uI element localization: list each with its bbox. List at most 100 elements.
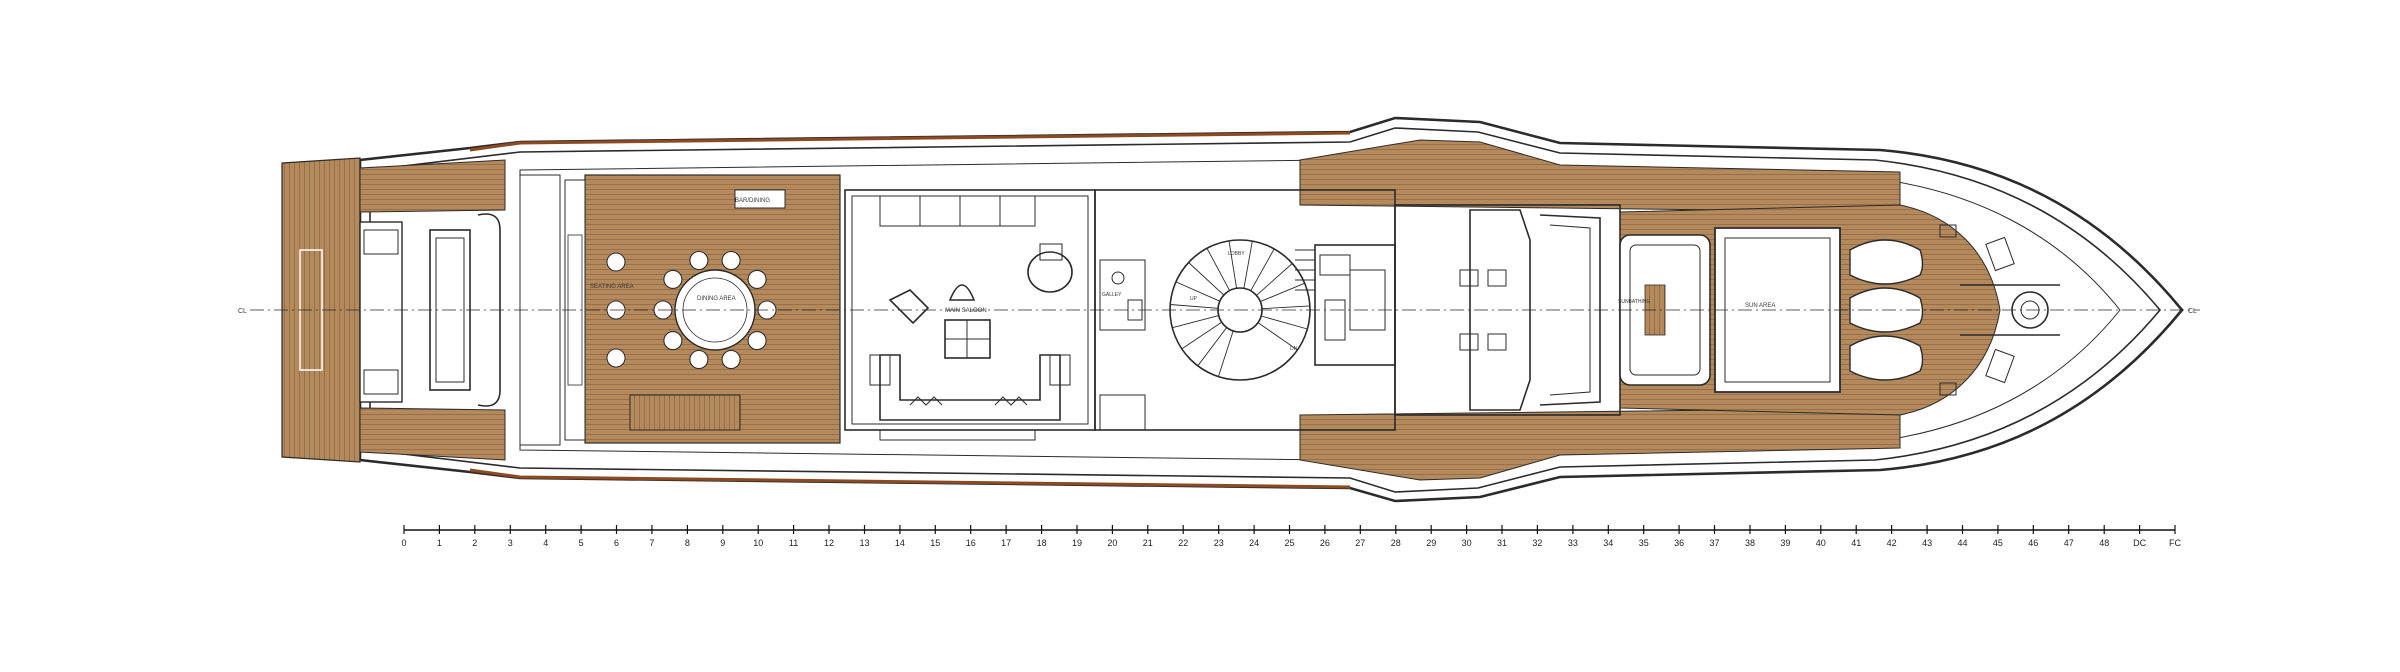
stair-tread bbox=[1206, 248, 1230, 291]
room-label: SEATING AREA bbox=[590, 284, 634, 290]
scale-tick-label: 13 bbox=[859, 538, 869, 548]
scale-tick-label: 1 bbox=[437, 538, 442, 548]
scale-tick-label: 37 bbox=[1709, 538, 1719, 548]
stair-tread bbox=[1257, 322, 1298, 351]
room-label: DINING AREA bbox=[697, 296, 736, 302]
scale-tick-label: 48 bbox=[2099, 538, 2109, 548]
scale-tick-label: 38 bbox=[1745, 538, 1755, 548]
scale-tick-label: 44 bbox=[1957, 538, 1967, 548]
room-label: GALLEY bbox=[1102, 292, 1122, 298]
scale-tick-label: 25 bbox=[1284, 538, 1294, 548]
aft-deck-strip-port bbox=[359, 159, 506, 213]
side-deck-port bbox=[1299, 139, 1901, 213]
day-head bbox=[1099, 259, 1146, 331]
scale-tick-label: 32 bbox=[1532, 538, 1542, 548]
scale-tick-label: 17 bbox=[1001, 538, 1011, 548]
scale-tick-label: 16 bbox=[966, 538, 976, 548]
scale-tick-label: 34 bbox=[1603, 538, 1613, 548]
scale-tick-label: FC bbox=[2169, 538, 2181, 548]
scale-tick-label: 11 bbox=[789, 538, 798, 548]
scale-tick-label: 9 bbox=[720, 538, 725, 548]
foredeck-features bbox=[1619, 224, 2060, 396]
scale-tick-label: 31 bbox=[1497, 538, 1507, 548]
scale-tick-label: 41 bbox=[1851, 538, 1861, 548]
stair-tread bbox=[1172, 315, 1219, 329]
helm-seat bbox=[1459, 333, 1479, 351]
scale-tick-label: 27 bbox=[1355, 538, 1365, 548]
scale-tick-label: 3 bbox=[508, 538, 513, 548]
stair-tread bbox=[1181, 321, 1222, 350]
room-label: LOBBY bbox=[1228, 251, 1245, 257]
stair-tread bbox=[1260, 282, 1305, 303]
scale-tick-label: 23 bbox=[1214, 538, 1224, 548]
scale-tick-label: 6 bbox=[614, 538, 619, 548]
scale-tick-label: 36 bbox=[1674, 538, 1684, 548]
room-label: BAR/DINING bbox=[735, 198, 770, 204]
saloon-sofa bbox=[879, 354, 1061, 421]
stair-tread bbox=[1261, 315, 1308, 330]
dining-chair bbox=[721, 349, 741, 370]
spiral-steps bbox=[1170, 240, 1310, 377]
room-label: MAIN SALOON bbox=[945, 308, 987, 314]
scale-tick-label: 20 bbox=[1107, 538, 1117, 548]
helm-seat bbox=[1459, 269, 1479, 287]
scale-tick-label: 8 bbox=[685, 538, 690, 548]
scale-tick-label: 21 bbox=[1143, 538, 1153, 548]
galley bbox=[1314, 244, 1396, 366]
centerline: CL CL bbox=[238, 308, 2200, 315]
bar-stool bbox=[606, 252, 626, 272]
scale-tick-label: 0 bbox=[401, 538, 406, 548]
scale-tick-label: 30 bbox=[1462, 538, 1472, 548]
dining-chair bbox=[747, 269, 767, 289]
stair-tread bbox=[1175, 281, 1220, 302]
room-label: SUNBATHING bbox=[1618, 299, 1651, 305]
aft-stairs bbox=[629, 394, 741, 431]
scale-tick-label: 24 bbox=[1249, 538, 1259, 548]
scale-tick-label: 35 bbox=[1639, 538, 1649, 548]
centerline-label-aft: CL bbox=[238, 308, 247, 315]
scale-tick-label: 14 bbox=[895, 538, 905, 548]
aft-sunpad bbox=[359, 221, 403, 403]
side-deck-starboard bbox=[1299, 407, 1901, 481]
room-label: SUN AREA bbox=[1745, 303, 1775, 309]
stair-tread bbox=[1170, 304, 1219, 309]
scale-tick-label: 45 bbox=[1993, 538, 2003, 548]
scale-tick-label: 28 bbox=[1391, 538, 1401, 548]
dining-chair bbox=[663, 331, 683, 351]
scale-tick-label: 15 bbox=[930, 538, 940, 548]
dining-chair bbox=[663, 269, 683, 289]
scale-tick-label: 22 bbox=[1178, 538, 1188, 548]
stair-tread bbox=[1188, 262, 1225, 296]
swim-platform bbox=[281, 157, 361, 463]
scale-tick-label: 47 bbox=[2064, 538, 2074, 548]
room-labels: BAR/DINING DINING AREA SEATING AREA MAIN… bbox=[590, 198, 1775, 352]
centerline-label-bow: CL bbox=[2188, 308, 2197, 315]
dining-chair bbox=[689, 250, 709, 271]
dining-chair bbox=[721, 250, 741, 271]
stair-tread bbox=[1243, 241, 1253, 289]
stair-tread bbox=[1228, 240, 1238, 289]
room-label: UP bbox=[1190, 296, 1198, 302]
scale-tick-label: 26 bbox=[1320, 538, 1330, 548]
jet-ski bbox=[1849, 335, 1924, 381]
scale-tick-label: 42 bbox=[1887, 538, 1897, 548]
scale-tick-label: 18 bbox=[1037, 538, 1047, 548]
scale-tick-label: 10 bbox=[753, 538, 763, 548]
round-chair bbox=[1027, 251, 1073, 293]
dining-chair bbox=[689, 349, 709, 370]
aft-deck-strip-starboard bbox=[359, 407, 506, 461]
helm-seat bbox=[1487, 333, 1507, 351]
bar-stool bbox=[606, 348, 626, 368]
helm-seat bbox=[1487, 269, 1507, 287]
scale-tick-label: 12 bbox=[824, 538, 834, 548]
scale-tick-label: 5 bbox=[579, 538, 584, 548]
dining-chair bbox=[747, 331, 767, 351]
scale-tick-label: 46 bbox=[2028, 538, 2038, 548]
scale-tick-label: 7 bbox=[649, 538, 654, 548]
scale-tick-label: 4 bbox=[543, 538, 548, 548]
stair-tread bbox=[1197, 327, 1228, 367]
scale-tick-label: 29 bbox=[1426, 538, 1436, 548]
scale-tick-label: DC bbox=[2133, 538, 2146, 548]
